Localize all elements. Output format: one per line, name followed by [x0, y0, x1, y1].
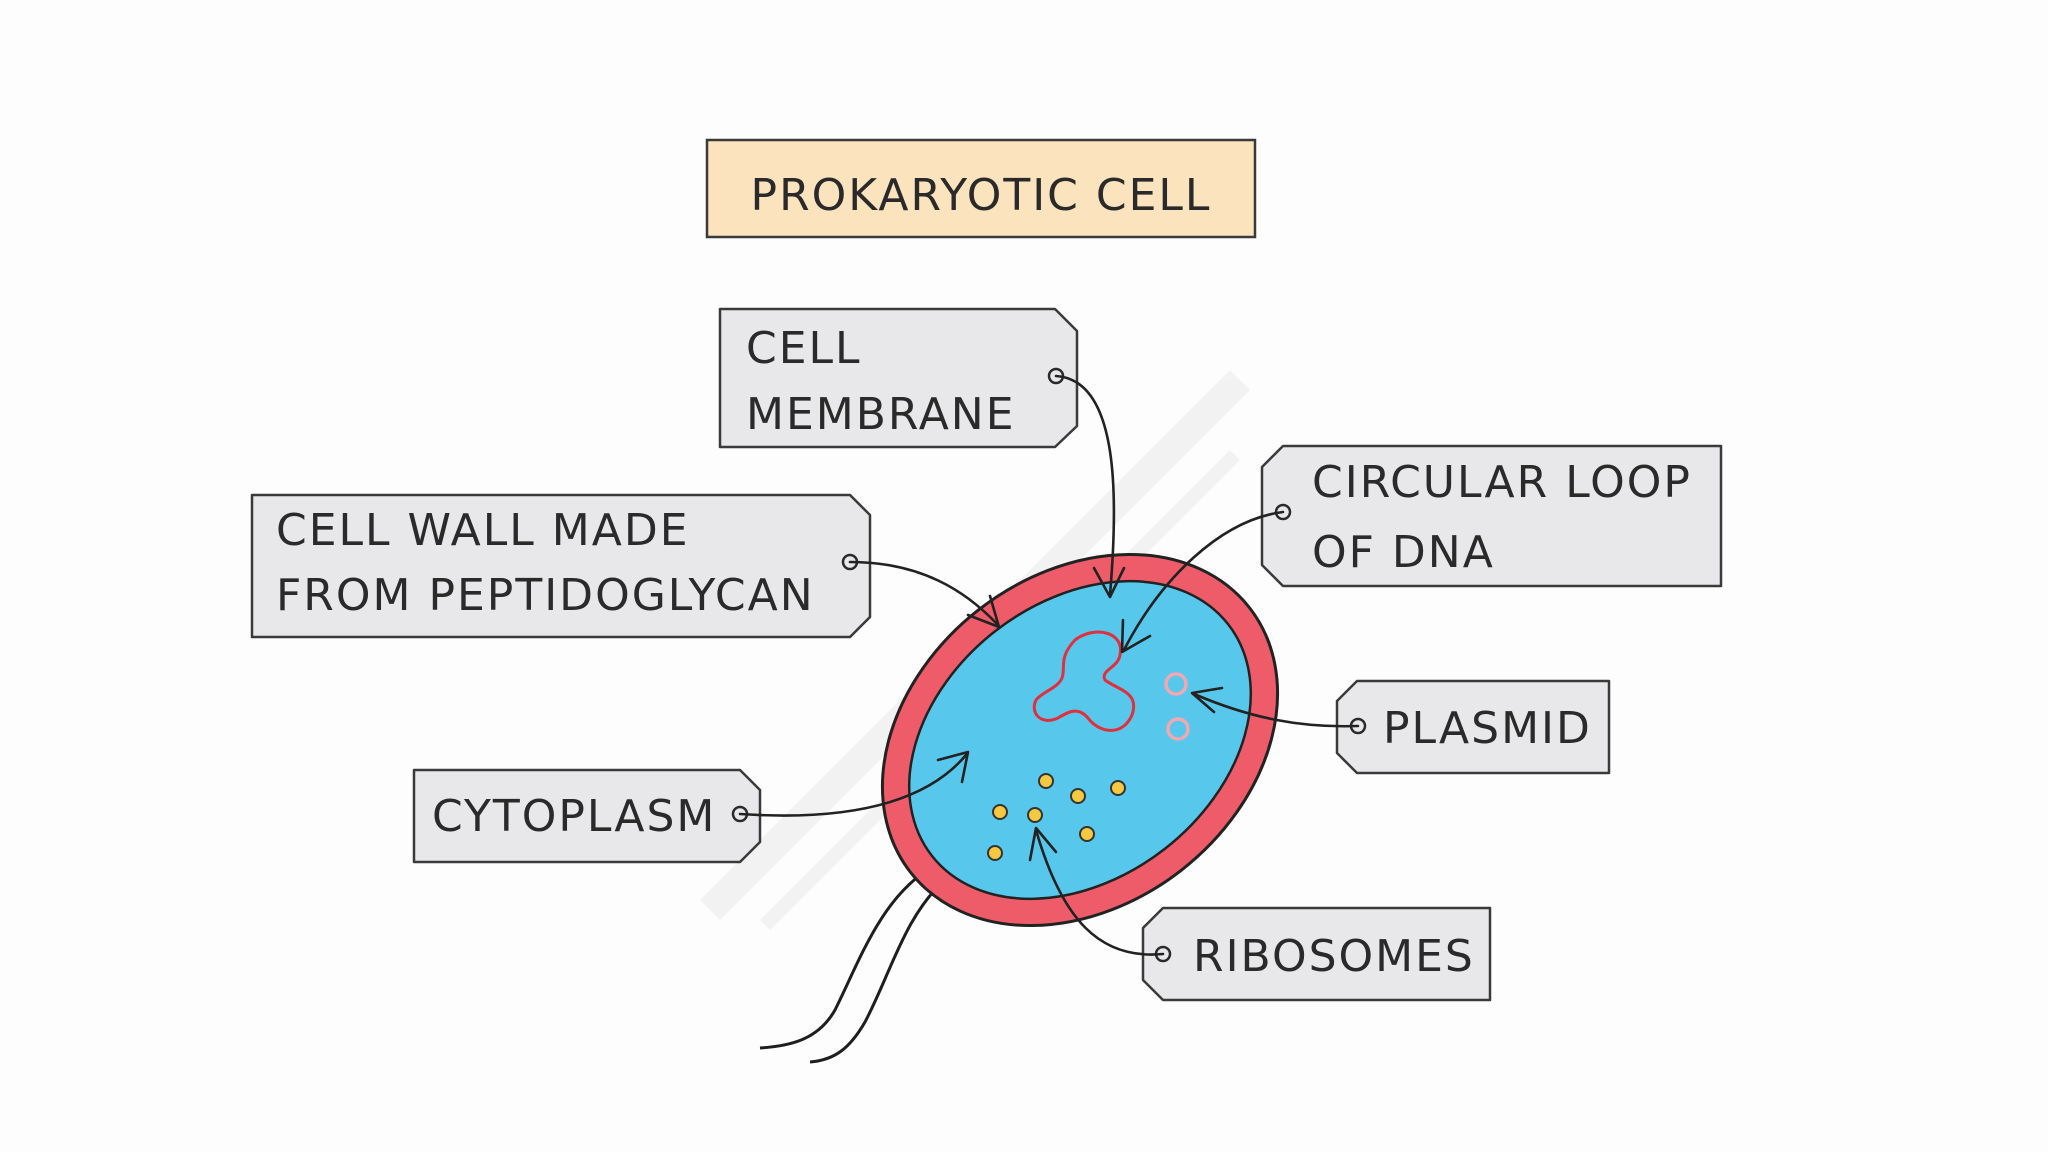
bacterial-cell [759, 552, 1280, 1064]
arrowhead [1092, 566, 1126, 599]
pointer-arrow [1034, 828, 1165, 956]
arrowhead [966, 594, 1001, 629]
ribosome-dot [1079, 826, 1095, 842]
ribosome-dot [1038, 773, 1054, 789]
label-text-line: MEMBRANE [746, 389, 1016, 440]
pointer-arrow [848, 560, 1000, 627]
arrowhead [1120, 618, 1152, 654]
plasmid-ring [1164, 672, 1188, 696]
flagellum [759, 866, 931, 1050]
label-plasmid: PLASMID [1190, 679, 1611, 775]
label-text: CYTOPLASM [432, 791, 716, 842]
label-text-line: CIRCULAR LOOP [1312, 457, 1692, 508]
pointer-arrow [1122, 510, 1285, 652]
arrowhead [1190, 686, 1224, 714]
circular-dna-loop [1032, 630, 1136, 732]
label-ribosomes: RIBOSOMES [1028, 826, 1492, 1002]
title-box: PROKARYOTIC CELL [705, 138, 1257, 239]
label-text: PLASMID [1383, 703, 1592, 754]
label-text-line: FROM PEPTIDOGLYCAN [276, 570, 815, 621]
label-cell-wall: CELL WALL MADE FROM PEPTIDOGLYCAN [250, 493, 1001, 639]
label-cytoplasm: CYTOPLASM [412, 750, 970, 864]
flagellum [809, 878, 946, 1064]
cytoplasm-region [907, 579, 1253, 901]
label-cell-membrane: CELL MEMBRANE [718, 307, 1126, 599]
ribosome-dot [1027, 807, 1043, 823]
ribosome-dot [1070, 788, 1086, 804]
diagram-title: PROKARYOTIC CELL [751, 170, 1212, 221]
arrowhead [936, 750, 970, 784]
ribosome-dot [987, 845, 1003, 861]
arrowhead [1028, 826, 1058, 862]
pointer-arrow [1054, 374, 1116, 597]
ribosome-dot [1110, 780, 1126, 796]
label-text-line: CELL [746, 323, 862, 374]
pointer-arrow [1192, 692, 1360, 728]
plasmid-ring [1166, 717, 1190, 741]
pointer-arrow [738, 753, 968, 817]
label-dna-loop: CIRCULAR LOOP OF DNA [1120, 444, 1723, 654]
label-text-line: CELL WALL MADE [276, 505, 690, 556]
label-text-line: OF DNA [1312, 527, 1495, 578]
label-text: RIBOSOMES [1193, 931, 1475, 982]
ribosome-dot [992, 804, 1008, 820]
ribosomes-cluster [987, 773, 1126, 861]
